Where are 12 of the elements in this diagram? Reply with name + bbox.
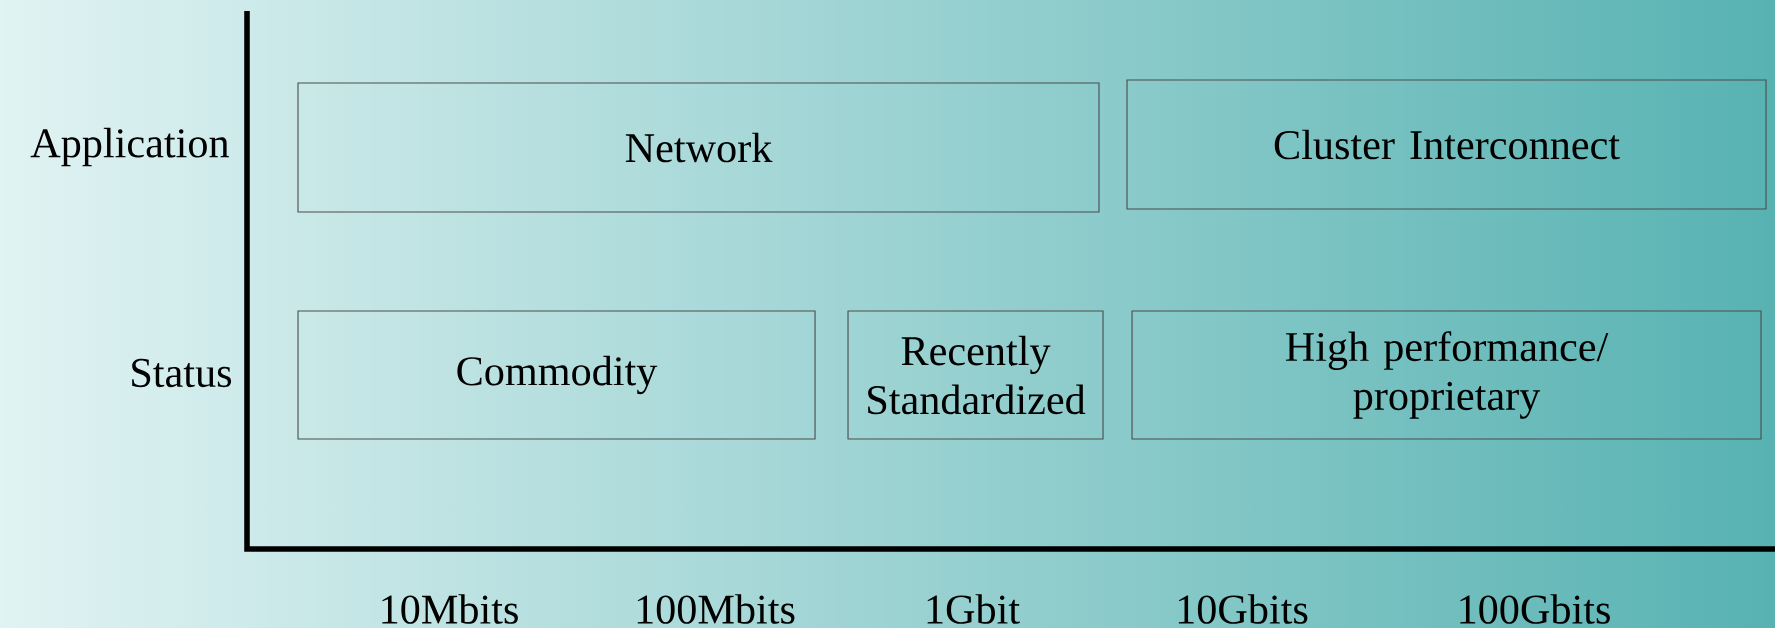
tick-label: 100Gbits	[1460, 594, 1610, 624]
tick-label: 10Mbits	[382, 594, 518, 624]
category-box: Recently Standardized	[847, 310, 1104, 440]
tick-label: 10Gbits	[1178, 594, 1308, 624]
category-box: High performance/ proprietary	[1131, 310, 1762, 440]
category-box: Cluster Interconnect	[1126, 79, 1767, 210]
axis-label: Application	[30, 127, 229, 167]
tick-label: 1Gbit	[927, 594, 1020, 624]
tick-label: 100Mbits	[637, 594, 795, 624]
category-box: Commodity	[297, 310, 816, 440]
category-box: Network	[297, 82, 1100, 213]
axis-label: Status	[132, 358, 232, 388]
